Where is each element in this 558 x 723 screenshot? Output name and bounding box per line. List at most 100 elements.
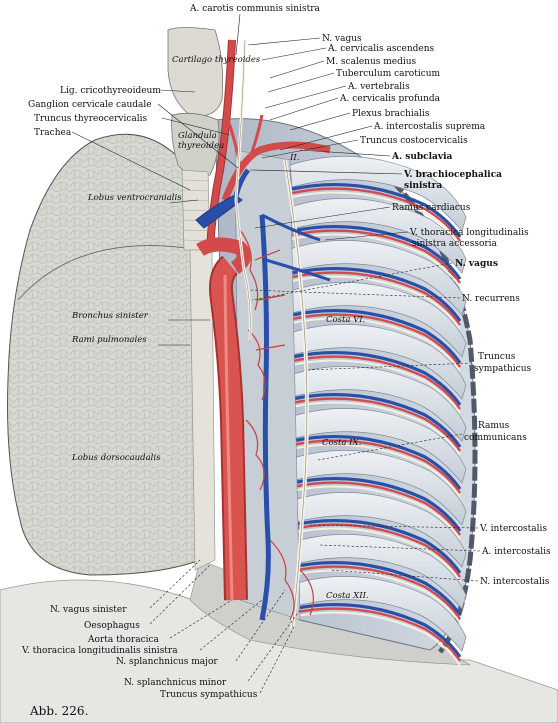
right-leader-lines: [247, 37, 481, 582]
label-carotis: A. carotis communis sinistra: [189, 4, 321, 14]
label-splanch-minor: N. splanchnicus minor: [124, 678, 227, 688]
intercostal-nerve: [291, 233, 461, 288]
label-costa-xii: Costa XII.: [326, 591, 369, 601]
rib: [289, 198, 467, 274]
intercostal-vein: [291, 182, 462, 238]
label-cartilago: Cartilago thyreoides: [172, 55, 261, 65]
label-vagus-mid: N. vagus: [455, 259, 498, 269]
intercostal-vein: [291, 476, 462, 532]
label-glandula-2: thyreoidea: [178, 141, 224, 151]
label-communicans-1: Ramus: [478, 421, 510, 431]
label-lobus-dorsocaudalis: Lobus dorsocaudalis: [71, 453, 161, 463]
label-costa-ix: Costa IX.: [322, 438, 361, 448]
larynx: [167, 27, 224, 117]
rib: [289, 408, 467, 484]
intercostal-nerve: [291, 359, 461, 414]
label-rib-ii: II.: [289, 153, 299, 163]
label-rami-pulmonales: Rami pulmonales: [71, 335, 147, 345]
v-thoracica-accessoria: [261, 213, 331, 282]
label-symp-bottom: Truncus sympathicus: [160, 690, 258, 700]
intercostal-vein: [291, 602, 462, 658]
intercostal-artery: [291, 439, 461, 494]
label-vagus-sinister: N. vagus sinister: [50, 605, 127, 615]
intercostal-nerve: [291, 569, 461, 624]
intercostal-vein: [291, 266, 462, 322]
rib: [289, 450, 467, 526]
label-thoracica-long: V. thoracica longitudinalis sinistra: [21, 646, 178, 656]
intercostal-artery: [291, 607, 461, 662]
intercostal-nerve: [291, 443, 461, 498]
intercostal-nerve: [291, 191, 461, 246]
label-glandula-1: Glandula: [178, 131, 217, 141]
label-brachiocephalica-2: sinistra: [404, 181, 442, 191]
intercostal-artery: [291, 397, 461, 452]
label-costocervicalis: Truncus costocervicalis: [360, 136, 468, 146]
label-cerv-profunda: A. cervicalis profunda: [339, 94, 441, 104]
intercostal-artery: [291, 481, 461, 536]
rib: [289, 282, 467, 358]
label-truncus-thyreo: Truncus thyreocervicalis: [34, 114, 148, 124]
label-vagus-top: N. vagus: [322, 34, 362, 44]
label-costa-vi: Costa VI.: [326, 315, 365, 325]
v-brachiocephalica: [195, 194, 243, 229]
label-vertebralis: A. vertebralis: [347, 82, 410, 92]
rib: [289, 492, 467, 568]
intercostal-vessels-group: [291, 182, 462, 666]
intercostal-vein: [291, 518, 462, 574]
intercostal-artery: [291, 523, 461, 578]
right-labels: N. vagus A. cervicalis ascendens M. scal…: [322, 34, 551, 587]
label-splanch-major: N. splanchnicus major: [116, 657, 218, 667]
label-subclavia: A. subclavia: [391, 152, 453, 162]
label-scalenus: M. scalenus medius: [326, 57, 417, 67]
rib: [289, 324, 467, 400]
intercostal-nerve: [291, 527, 461, 582]
rib: [289, 534, 467, 610]
label-cardiacus: Ramus cardiacus: [392, 203, 471, 213]
label-n-intercost: N. intercostalis: [480, 577, 550, 587]
a-subclavia: [221, 141, 331, 202]
label-thoracica-acc-1: V. thoracica longitudinalis: [409, 228, 529, 238]
label-a-intercost: A. intercostalis: [481, 547, 551, 557]
rib: [289, 576, 467, 652]
v-thoracica-longitudinalis: [259, 214, 271, 621]
chest-edge: [378, 168, 478, 654]
label-plexus: Plexus brachialis: [352, 109, 430, 119]
rib: [289, 240, 467, 316]
label-cricothyreoideum: Lig. cricothyreoideum: [60, 86, 161, 96]
label-symp-1: Truncus: [478, 352, 516, 362]
label-ganglion: Ganglion cervicale caudale: [28, 100, 152, 110]
intercostal-vein: [291, 350, 462, 406]
intercostal-artery: [291, 565, 461, 620]
label-cerv-ascendens: A. cervicalis ascendens: [327, 44, 435, 54]
intercostal-vein: [291, 560, 462, 616]
intercostal-artery: [291, 229, 461, 284]
intercostal-nerve: [291, 611, 461, 666]
intercostal-vein: [291, 434, 462, 490]
intercostal-nerve: [291, 401, 461, 456]
bottom-labels: N. vagus sinister Oesophagus Aorta thora…: [21, 605, 258, 700]
lung-fissure: [17, 245, 201, 301]
label-bronchus: Bronchus sinister: [71, 311, 149, 321]
label-thoracica-acc-2: sinistra accessoria: [412, 239, 498, 249]
label-oesophagus: Oesophagus: [84, 621, 140, 631]
intercostal-artery: [291, 187, 461, 242]
ribs-group: [289, 156, 467, 652]
figure-caption: Abb. 226.: [29, 704, 88, 718]
label-v-intercost: V. intercostalis: [479, 524, 547, 534]
label-aorta: Aorta thoracica: [87, 635, 160, 645]
intercostal-vein: [291, 308, 462, 364]
label-communicans-2: communicans: [464, 433, 527, 443]
intercostal-nerve: [291, 485, 461, 540]
intercostal-artery: [291, 355, 461, 410]
intercostal-vein: [291, 224, 462, 280]
label-tuberculum: Tuberculum caroticum: [336, 69, 441, 79]
label-symp-2: sympathicus: [474, 364, 531, 374]
rib: [289, 366, 467, 442]
label-lobus-ventrocranialis: Lobus ventrocranialis: [87, 193, 182, 203]
rib: [289, 156, 467, 232]
label-intercost-suprema: A. intercostalis suprema: [373, 122, 486, 132]
label-trachea: Trachea: [34, 128, 72, 138]
bottom-leader-lines: [149, 559, 301, 694]
